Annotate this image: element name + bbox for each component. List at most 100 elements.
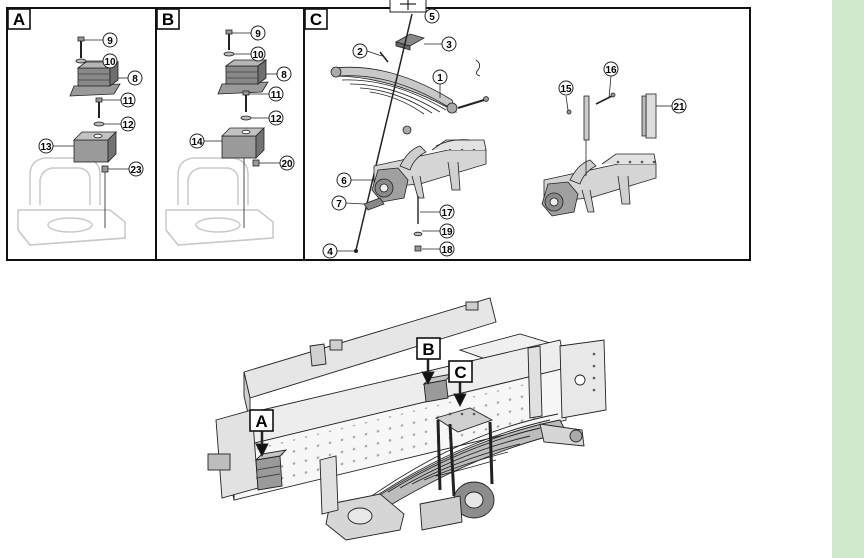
overview-marker-c: C [448,360,473,408]
chassis-overview: A B C [207,297,607,541]
svg-text:8: 8 [132,74,138,85]
callout-c-21: 21 [656,98,687,114]
chassis-vertical-members [309,343,543,515]
svg-text:A: A [255,412,267,431]
svg-text:13: 13 [40,142,52,153]
callout-a-13: 13 [38,138,74,154]
panel-b-bolt [223,29,235,57]
svg-text:1: 1 [437,73,443,84]
callout-b-9: 9 [232,25,266,41]
overview-marker-a: A [249,409,274,458]
svg-text:8: 8 [281,70,287,81]
svg-text:2: 2 [357,47,363,58]
svg-text:19: 19 [441,227,453,238]
panel-c-hub-assembly-left [371,139,487,203]
svg-text:23: 23 [130,165,142,176]
svg-text:A: A [13,10,25,29]
svg-text:10: 10 [252,50,264,61]
panel-c-clip-bar [583,95,590,176]
panel-b-callouts: 9 10 8 11 12 [189,25,295,171]
right-sidebar [832,0,864,558]
callout-c-4: 4 [322,243,354,259]
chassis-front-hanger [207,409,288,499]
svg-text:21: 21 [673,102,685,113]
svg-text:4: 4 [327,247,333,258]
chassis-spring-hanger-front [325,493,405,541]
callout-b-11: 11 [249,86,284,102]
callout-a-12: 12 [104,116,136,132]
chassis-bump-stop-b [422,373,454,403]
svg-text:B: B [162,10,174,29]
svg-text:C: C [310,10,322,29]
panel-a-nut [101,165,109,173]
svg-text:16: 16 [605,65,617,76]
callout-b-20: 20 [259,155,295,171]
chassis-axle-hub [419,423,585,531]
panel-c-cotter-pin [475,59,481,77]
svg-text:11: 11 [271,90,282,101]
callout-a-11: 11 [102,92,136,108]
panel-a-bracket-ghost [17,157,126,246]
panel-c: C [303,0,751,261]
callout-a-9: 9 [84,32,118,48]
svg-text:5: 5 [429,12,435,23]
callout-c-1: 1 [432,69,448,98]
svg-text:6: 6 [341,176,347,187]
panel-c-nut-15 [566,109,572,115]
panel-c-stud [413,196,423,252]
svg-text:C: C [454,363,466,382]
svg-text:18: 18 [441,245,453,256]
svg-text:B: B [422,340,434,359]
panel-b: B [155,7,305,261]
panel-c-leaf-spring [330,66,458,115]
panel-b-label: B [156,8,180,30]
panel-a: A [6,7,157,261]
svg-text:9: 9 [255,29,261,40]
callout-b-14: 14 [189,133,222,149]
panel-a-spacer-block [73,131,117,163]
svg-text:9: 9 [107,36,113,47]
panel-c-bracket-21 [641,93,657,139]
panel-b-nut [252,159,260,167]
panel-a-callouts: 9 10 8 11 12 [38,32,144,177]
svg-text:12: 12 [270,114,282,125]
panel-b-bump-stop [217,59,269,95]
callout-a-8: 8 [118,70,143,86]
panel-b-spacer-block [221,127,265,159]
overview-marker-b: B [416,337,441,386]
callout-c-16: 16 [603,61,619,99]
chassis-saddle [434,407,494,497]
callout-a-23: 23 [108,161,144,177]
svg-text:11: 11 [123,96,134,107]
panel-a-small-bolt [93,97,105,127]
panel-c-bolt-1 [402,96,489,135]
svg-text:20: 20 [281,159,293,170]
svg-text:10: 10 [104,57,116,68]
callout-a-10: 10 [86,53,118,69]
panel-c-bracket-7 [363,197,385,211]
callout-b-12: 12 [251,110,284,126]
callout-c-2: 2 [352,43,383,59]
callout-c-15: 15 [558,80,574,111]
svg-text:3: 3 [446,40,452,51]
svg-text:17: 17 [441,208,453,219]
callout-c-3: 3 [424,36,457,52]
callout-c-18: 18 [422,241,455,257]
callout-b-8: 8 [266,66,292,82]
panel-c-rod [355,13,413,251]
svg-text:15: 15 [560,84,572,95]
chassis-near-rail [227,339,567,501]
callout-c-7: 7 [331,195,365,211]
callout-b-10: 10 [234,46,266,62]
svg-text:14: 14 [191,137,203,148]
panel-c-top-tool [389,0,427,13]
panel-c-callouts: 5 2 3 1 6 [322,8,687,259]
panel-b-bracket-ghost [165,157,274,246]
svg-text:12: 12 [122,120,134,131]
chassis-far-rail [243,297,497,423]
callout-c-19: 19 [422,223,455,239]
panel-c-label: C [304,8,328,30]
callout-c-17: 17 [420,204,455,220]
panel-a-label: A [7,8,31,30]
